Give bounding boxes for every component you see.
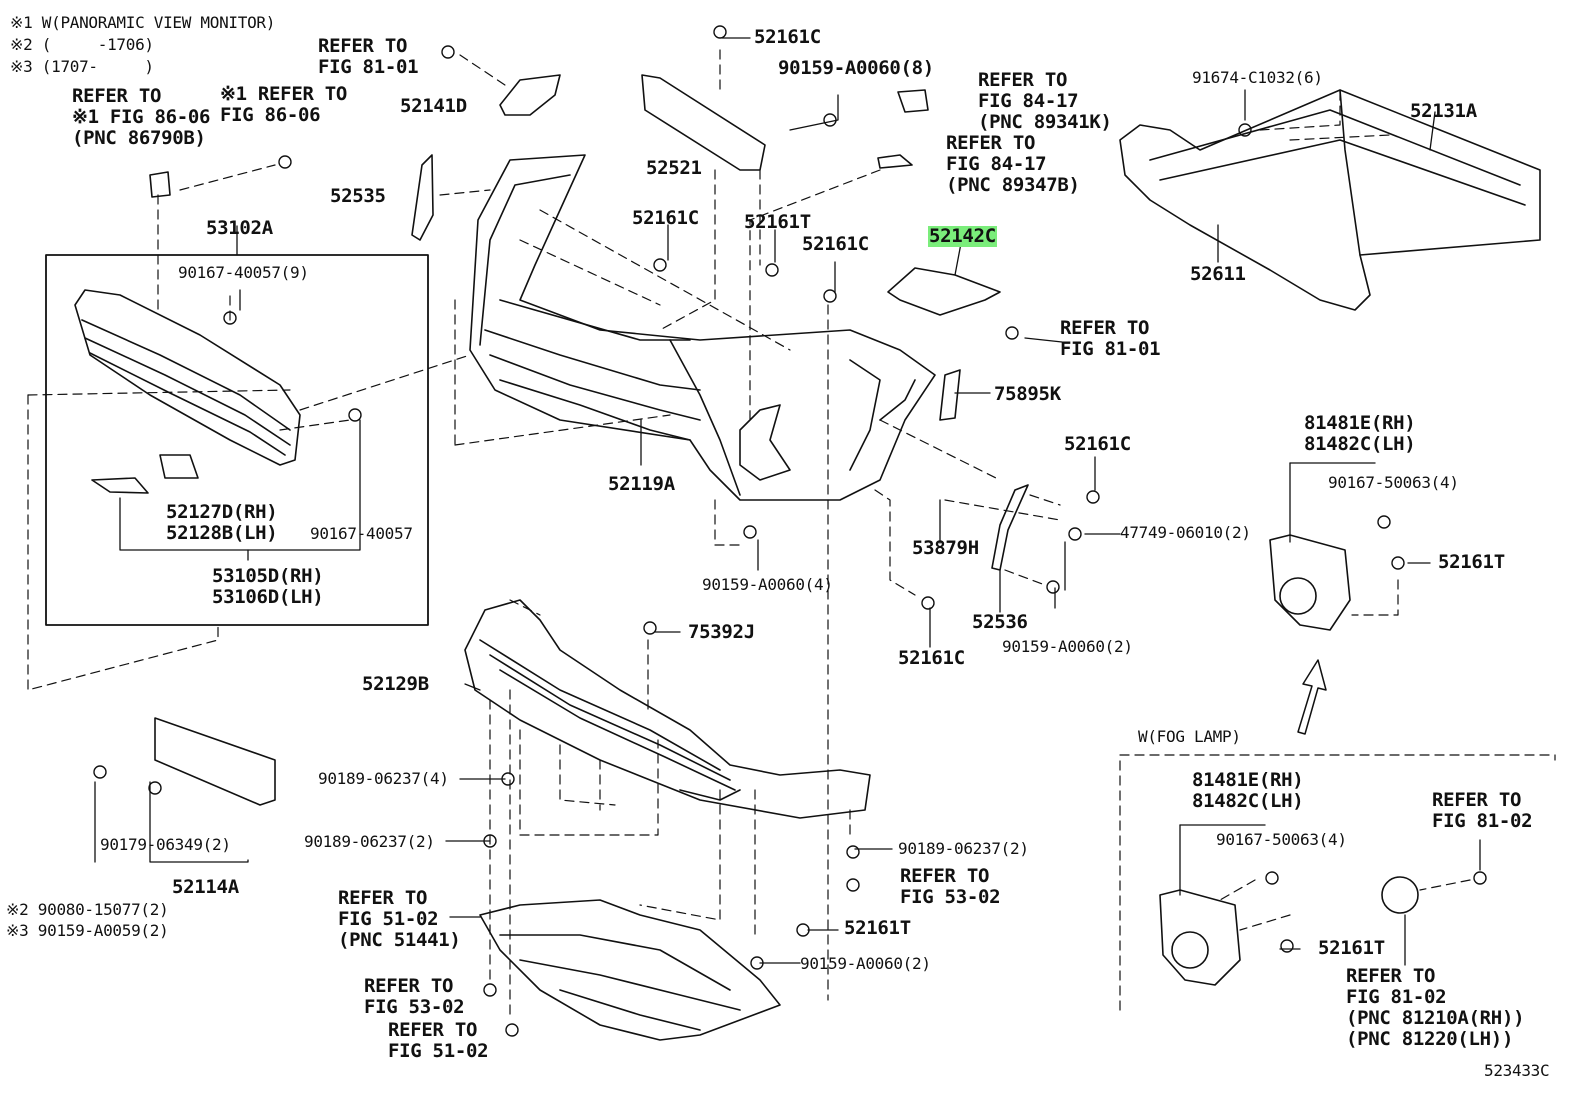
label-52535[interactable]: 52535 [330,185,386,207]
label-52142C-highlighted[interactable]: 52142C [928,225,997,247]
fog-cover-lower-drawing [1159,889,1241,986]
sensor-89347B-drawing [877,154,913,169]
label-90189-06237-4[interactable]: 90189-06237(4) [318,769,449,788]
label-52161T-mid[interactable]: 52161T [744,211,811,233]
label-refer-fig-53-02-left[interactable]: REFER TO FIG 53-02 [364,975,465,1018]
label-90159-A0060-2-right[interactable]: 90159-A0060(2) [1002,637,1133,656]
fog-cover-upper-hole [1279,577,1317,615]
bracket-52142C-drawing [887,267,1001,316]
label-52119A[interactable]: 52119A [608,473,675,495]
label-refer-fig-51-02[interactable]: REFER TO FIG 51-02 [388,1019,489,1062]
cover-52127D-drawing [159,454,199,479]
cover-53105D-drawing [91,477,149,494]
cover-75895K-drawing [939,369,961,421]
label-52161C-bottom[interactable]: 52161C [898,647,965,669]
label-53105D-53106D[interactable]: 53105D(RH) 53106D(LH) [212,565,324,608]
label-refer-fig-81-02-pnc[interactable]: REFER TO FIG 81-02 (PNC 81210A(RH)) (PNC… [1346,965,1525,1050]
illustration-id: 523433C [1484,1061,1550,1080]
label-90167-50063-upper[interactable]: 90167-50063(4) [1328,473,1459,492]
label-refer-fig-86-06-a[interactable]: REFER TO ※1 FIG 86-06 (PNC 86790B) [72,85,211,149]
label-refer-fig-53-02-right[interactable]: REFER TO FIG 53-02 [900,865,1001,908]
engine-under-cover-drawing [479,899,781,1041]
grille-drawing [74,289,301,466]
fastener-symbols [93,25,1487,1037]
label-52521[interactable]: 52521 [646,157,702,179]
sensor-86790B-drawing [149,171,171,198]
label-91674-C1032-6[interactable]: 91674-C1032(6) [1192,68,1323,87]
label-52161C-mid2[interactable]: 52161C [802,233,869,255]
fog-cover-upper-drawing [1269,534,1351,631]
label-52161C-mid[interactable]: 52161C [632,207,699,229]
label-90189-06237-2-left[interactable]: 90189-06237(2) [304,832,435,851]
label-52129B[interactable]: 52129B [362,673,429,695]
label-47749-06010-2[interactable]: 47749-06010(2) [1120,523,1251,542]
label-52114A[interactable]: 52114A [172,876,239,898]
label-53879H[interactable]: 53879H [912,537,979,559]
fog-cover-lower-hole [1171,931,1209,969]
note-3: ※3 (1707- ) [10,57,154,76]
label-52161C-right[interactable]: 52161C [1064,433,1131,455]
dashed-guide-lines [27,49,1556,1021]
label-refer-fig-86-06-b[interactable]: ※1 REFER TO FIG 86-06 [220,83,348,126]
label-refer-fig-84-17-a[interactable]: REFER TO FIG 84-17 (PNC 89341K) [978,69,1112,133]
note-1: ※1 W(PANORAMIC VIEW MONITOR) [10,13,276,32]
retainer-52114A-drawing [154,717,276,806]
label-52161C-top[interactable]: 52161C [754,26,821,48]
label-90167-40057[interactable]: 90167-40057 [310,524,413,543]
label-81481E-81482C-lower[interactable]: 81481E(RH) 81482C(LH) [1192,769,1304,812]
bumper-cover-drawing [469,154,936,501]
label-90189-06237-2-right[interactable]: 90189-06237(2) [898,839,1029,858]
label-52536[interactable]: 52536 [972,611,1028,633]
label-90167-50063-lower[interactable]: 90167-50063(4) [1216,830,1347,849]
label-90159-A0060-8[interactable]: 90159-A0060(8) [778,57,934,79]
label-refer-fig-84-17-b[interactable]: REFER TO FIG 84-17 (PNC 89347B) [946,132,1080,196]
label-90179-06349-2[interactable]: 90179-06349(2) [100,835,231,854]
bracket-52141D-drawing [499,74,561,116]
label-52161T-upper[interactable]: 52161T [1438,551,1505,573]
fog-lamp-arrow [1297,659,1327,735]
label-81481E-81482C-upper[interactable]: 81481E(RH) 81482C(LH) [1304,412,1416,455]
fog-lamp-drawing [1381,876,1419,914]
label-53102A[interactable]: 53102A [206,217,273,239]
label-refer-fig-81-01-mid[interactable]: REFER TO FIG 81-01 [1060,317,1161,360]
label-52611[interactable]: 52611 [1190,263,1246,285]
bumper-reinforcement-drawing [1119,89,1541,311]
label-52161T-lower[interactable]: 52161T [844,917,911,939]
label-refer-fig-81-01-top[interactable]: REFER TO FIG 81-01 [318,35,419,78]
label-52127D-52128B[interactable]: 52127D(RH) 52128B(LH) [166,501,278,544]
bracket-52521-drawing [641,74,766,171]
note-2: ※2 ( -1706) [10,35,154,54]
label-75895K[interactable]: 75895K [994,383,1061,405]
label-52131A[interactable]: 52131A [1410,100,1477,122]
label-52161T-fog[interactable]: 52161T [1318,937,1385,959]
label-52141D[interactable]: 52141D [400,95,467,117]
label-90159-A0060-2-lower[interactable]: 90159-A0060(2) [800,954,931,973]
leader-lines [94,37,1481,966]
sensor-89341K-drawing [897,89,929,113]
label-fog-lamp-title: W(FOG LAMP) [1138,727,1241,746]
label-90159-A0060-4[interactable]: 90159-A0060(4) [702,575,833,594]
lower-bumper-drawing [464,599,871,819]
label-refer-fig-51-02-pnc[interactable]: REFER TO FIG 51-02 (PNC 51441) [338,887,461,951]
label-bolts-52114A[interactable]: ※2 90080-15077(2) ※3 90159-A0059(2) [6,900,169,940]
label-refer-fig-81-02-top[interactable]: REFER TO FIG 81-02 [1432,789,1533,832]
bracket-52535-drawing [411,154,434,241]
bracket-52536-drawing [991,484,1029,571]
label-90167-40057-9[interactable]: 90167-40057(9) [178,263,309,282]
label-75392J[interactable]: 75392J [688,621,755,643]
